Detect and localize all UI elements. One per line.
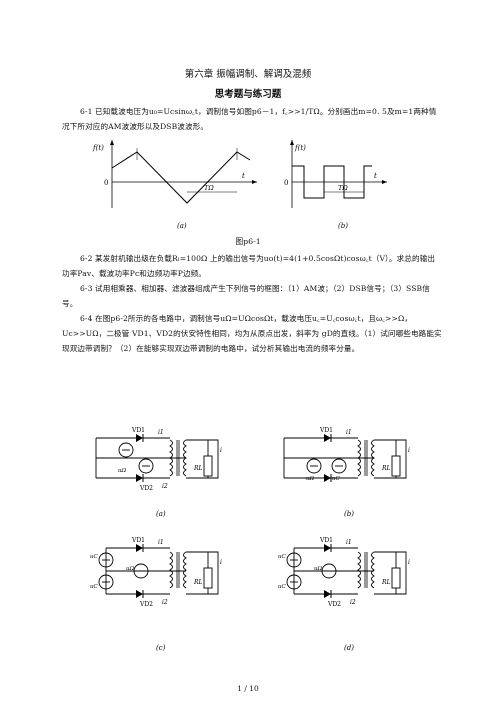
origin-label: 0 — [104, 179, 108, 187]
problems-6-2-to-6-4: 6-2 某发射机输出级在负载Rₗ=100Ω 上的输出信号为uo(t)=4(1+0… — [62, 251, 442, 356]
svg-text:VD1: VD1 — [319, 537, 333, 544]
svg-text:VD2: VD2 — [139, 485, 153, 492]
t-label: t — [242, 172, 245, 180]
svg-text:uC: uC — [90, 554, 99, 560]
triangle-wave — [111, 151, 251, 204]
circuit-panel-a: VD1 VD2 i1 i2 i RL uΩ (a) — [95, 427, 222, 518]
panel-label: (d) — [344, 644, 354, 652]
svg-text:i2: i2 — [162, 599, 168, 606]
problem-text: 6-3 试用相乘器、相加器、滤波器组成产生下列信号的框图：（1）AM波；（2）D… — [62, 284, 430, 308]
panel-label: (b) — [338, 222, 348, 230]
f-label: f(t) — [294, 144, 306, 152]
svg-text:i1: i1 — [158, 539, 164, 546]
panel-label: (b) — [344, 510, 354, 518]
svg-text:RL: RL — [381, 465, 391, 472]
figure-p6-1b: f(t) 0 t TΩ (b) — [284, 140, 387, 230]
t-label: t — [374, 172, 377, 180]
square-wave — [292, 165, 372, 199]
figure-caption: 图p6-1 — [235, 237, 261, 246]
svg-text:VD1: VD1 — [319, 427, 333, 434]
svg-text:uC: uC — [90, 584, 99, 590]
f-label: f(t) — [92, 144, 104, 152]
svg-text:RL: RL — [193, 579, 203, 586]
svg-text:RL: RL — [381, 579, 391, 586]
svg-text:VD1: VD1 — [131, 427, 145, 434]
circuit-panel-b: VD1 i1 i RL uΩ uC (b) — [283, 427, 410, 518]
svg-text:uΩ: uΩ — [126, 566, 135, 572]
svg-text:VD1: VD1 — [131, 537, 145, 544]
problem-6-1: 6-1 已知载波电压为u₀=Ucsinω꜀t，调制信号如图p6－1，f꜀>>1/… — [62, 104, 442, 134]
svg-text:i: i — [220, 447, 222, 454]
panel-label: (c) — [156, 644, 166, 652]
svg-text:VD2: VD2 — [139, 601, 153, 608]
panel-label: (a) — [177, 222, 187, 230]
svg-text:i2: i2 — [350, 599, 356, 606]
panel-label: (a) — [156, 510, 166, 518]
svg-text:i: i — [220, 559, 222, 566]
problem-text: 6-1 已知载波电压为u₀=Ucsinω꜀t，调制信号如图p6－1，f꜀>>1/… — [62, 107, 437, 131]
period-label: TΩ — [204, 184, 214, 192]
origin-label: 0 — [284, 179, 288, 187]
svg-text:RL: RL — [193, 465, 203, 472]
svg-text:i1: i1 — [346, 539, 352, 546]
svg-text:i1: i1 — [158, 429, 164, 436]
svg-text:uC: uC — [332, 476, 341, 482]
svg-text:i1: i1 — [346, 429, 352, 436]
svg-text:i2: i2 — [162, 483, 168, 490]
figure-p6-2: VD1 VD2 i1 i2 i RL uΩ (a) VD1 i1 i RL uΩ… — [90, 427, 410, 652]
svg-text:i: i — [408, 559, 410, 566]
period-label: TΩ — [338, 184, 348, 192]
svg-text:uΩ: uΩ — [306, 476, 315, 482]
circuit-panel-d: VD1 VD2 i1 i2 i RL uC uC uΩ (d) — [278, 537, 410, 652]
figure-p6-1: f(t) 0 t TΩ (a) f(t) 0 t TΩ (b) — [92, 140, 387, 230]
page-number: 1 / 10 — [237, 684, 259, 693]
problem-text: 6-4 在图p6-2所示的各电路中，调制信号uΩ=UΩcosΩt，载波电压u꜀=… — [62, 314, 442, 353]
svg-text:uC: uC — [278, 584, 287, 590]
svg-text:uΩ: uΩ — [314, 566, 323, 572]
svg-text:uC: uC — [278, 554, 287, 560]
svg-text:VD2: VD2 — [327, 601, 341, 608]
chapter-title: 第六章 振幅调制、解调及混频 — [184, 69, 312, 80]
svg-text:i: i — [408, 447, 410, 454]
circuit-panel-c: VD1 VD2 i1 i2 i RL uC uC uΩ (c) — [90, 537, 222, 652]
svg-text:uΩ: uΩ — [118, 468, 127, 474]
problem-text: 6-2 某发射机输出级在负载Rₗ=100Ω 上的输出信号为uo(t)=4(1+0… — [62, 254, 436, 278]
section-title: 思考题与练习题 — [214, 89, 282, 100]
figure-p6-1a: f(t) 0 t TΩ (a) — [92, 140, 257, 230]
